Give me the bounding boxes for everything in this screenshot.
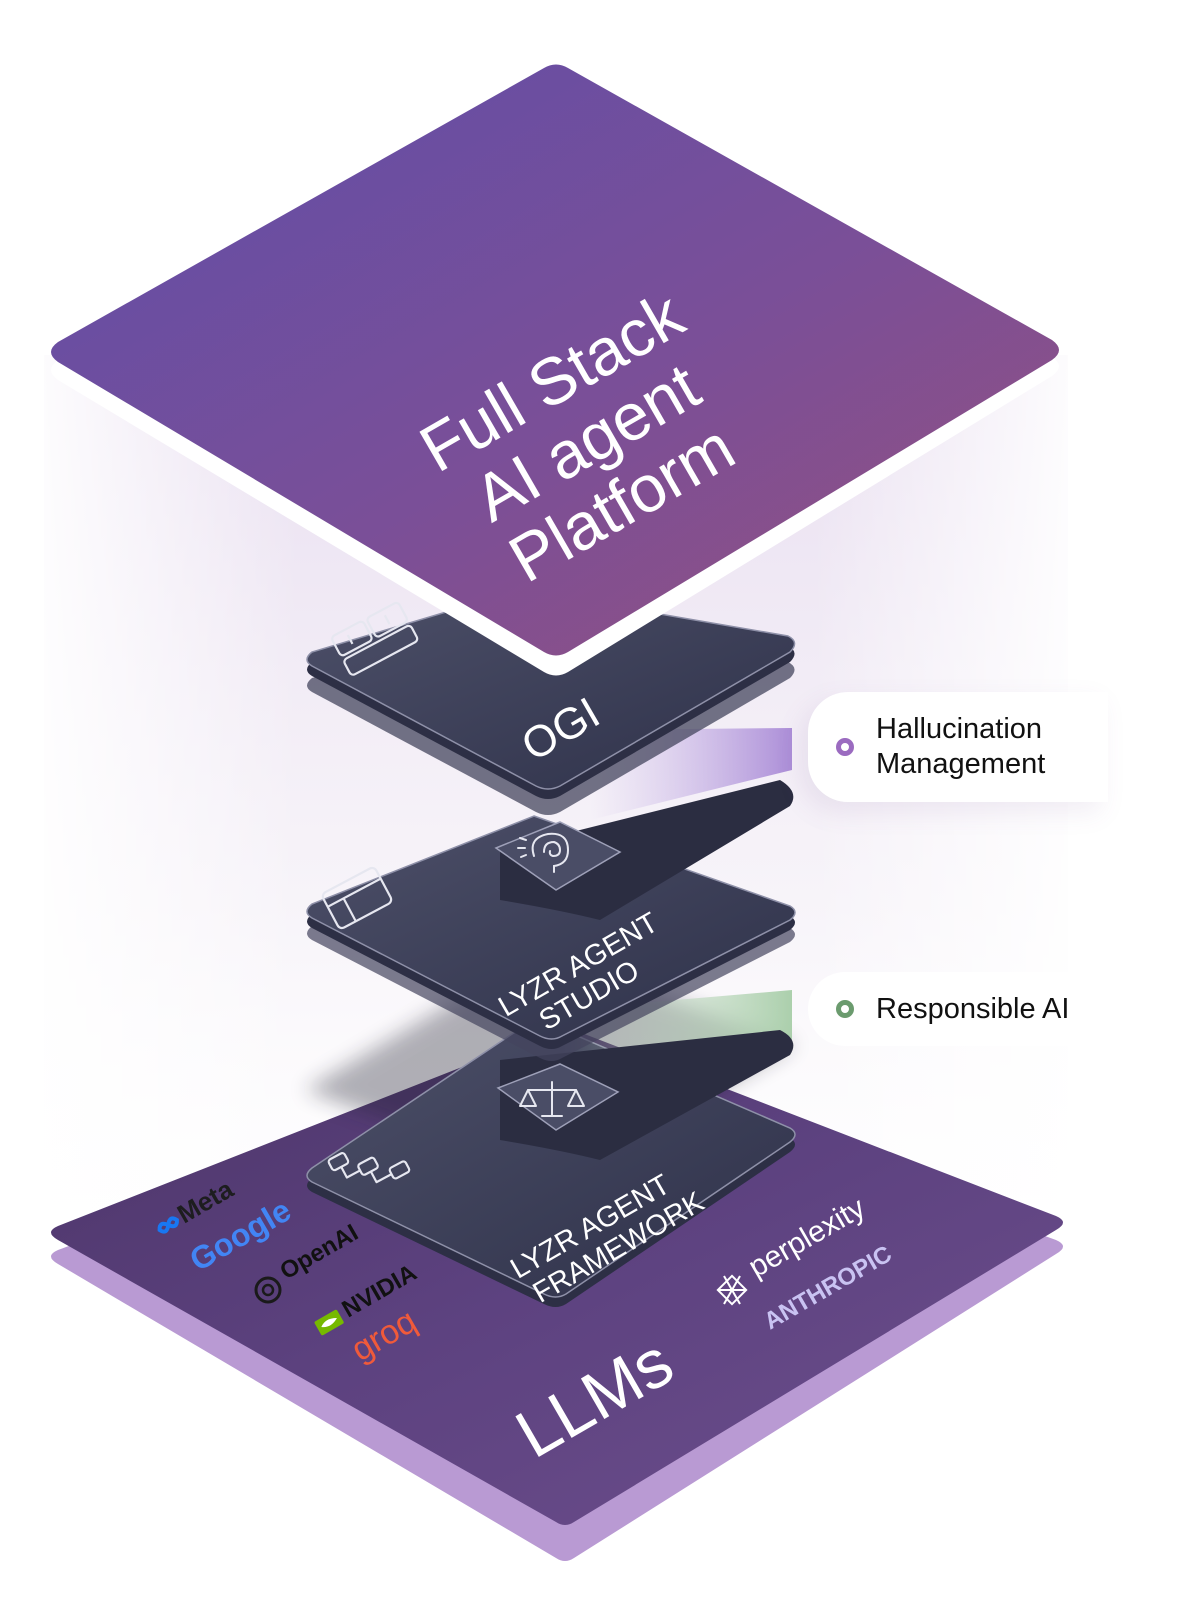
layout-panel-icon: [321, 866, 393, 930]
meta-infinity-icon: [157, 1216, 179, 1234]
callout-hallucination-line-2: Management: [876, 748, 1046, 780]
callout-hallucination-text: Hallucination Management: [876, 712, 1045, 782]
scales-icon: [519, 1081, 585, 1117]
callout-hallucination-dot: [836, 738, 854, 756]
responsible-ai-chip: [496, 1063, 620, 1131]
flowchart-icon: [327, 1152, 411, 1184]
callout-responsible-line-1: Responsible AI: [876, 992, 1070, 1025]
platform-face: [51, 64, 1059, 656]
brain-spiral-icon: [517, 832, 570, 873]
openai-knot-icon: [254, 1276, 282, 1304]
platform-layer: [51, 64, 1059, 676]
callout-responsible-dot: [836, 1000, 854, 1018]
nvidia-eye-icon: [314, 1309, 344, 1336]
callout-responsible-text: Responsible AI: [876, 992, 1069, 1027]
ogi-tile: [306, 589, 796, 790]
dashboard-blocks-icon: [331, 601, 419, 676]
callout-responsible: Responsible AI: [808, 972, 1108, 1046]
perplexity-asterisk-icon: [716, 1274, 748, 1306]
hallucination-band: [500, 780, 794, 920]
hallucination-chip: [494, 821, 622, 891]
callout-hallucination-line-1: Hallucination: [876, 713, 1043, 745]
responsible-ai-band: [500, 1030, 794, 1160]
callout-hallucination: Hallucination Management: [808, 692, 1108, 802]
ogi-layer: [306, 589, 796, 815]
